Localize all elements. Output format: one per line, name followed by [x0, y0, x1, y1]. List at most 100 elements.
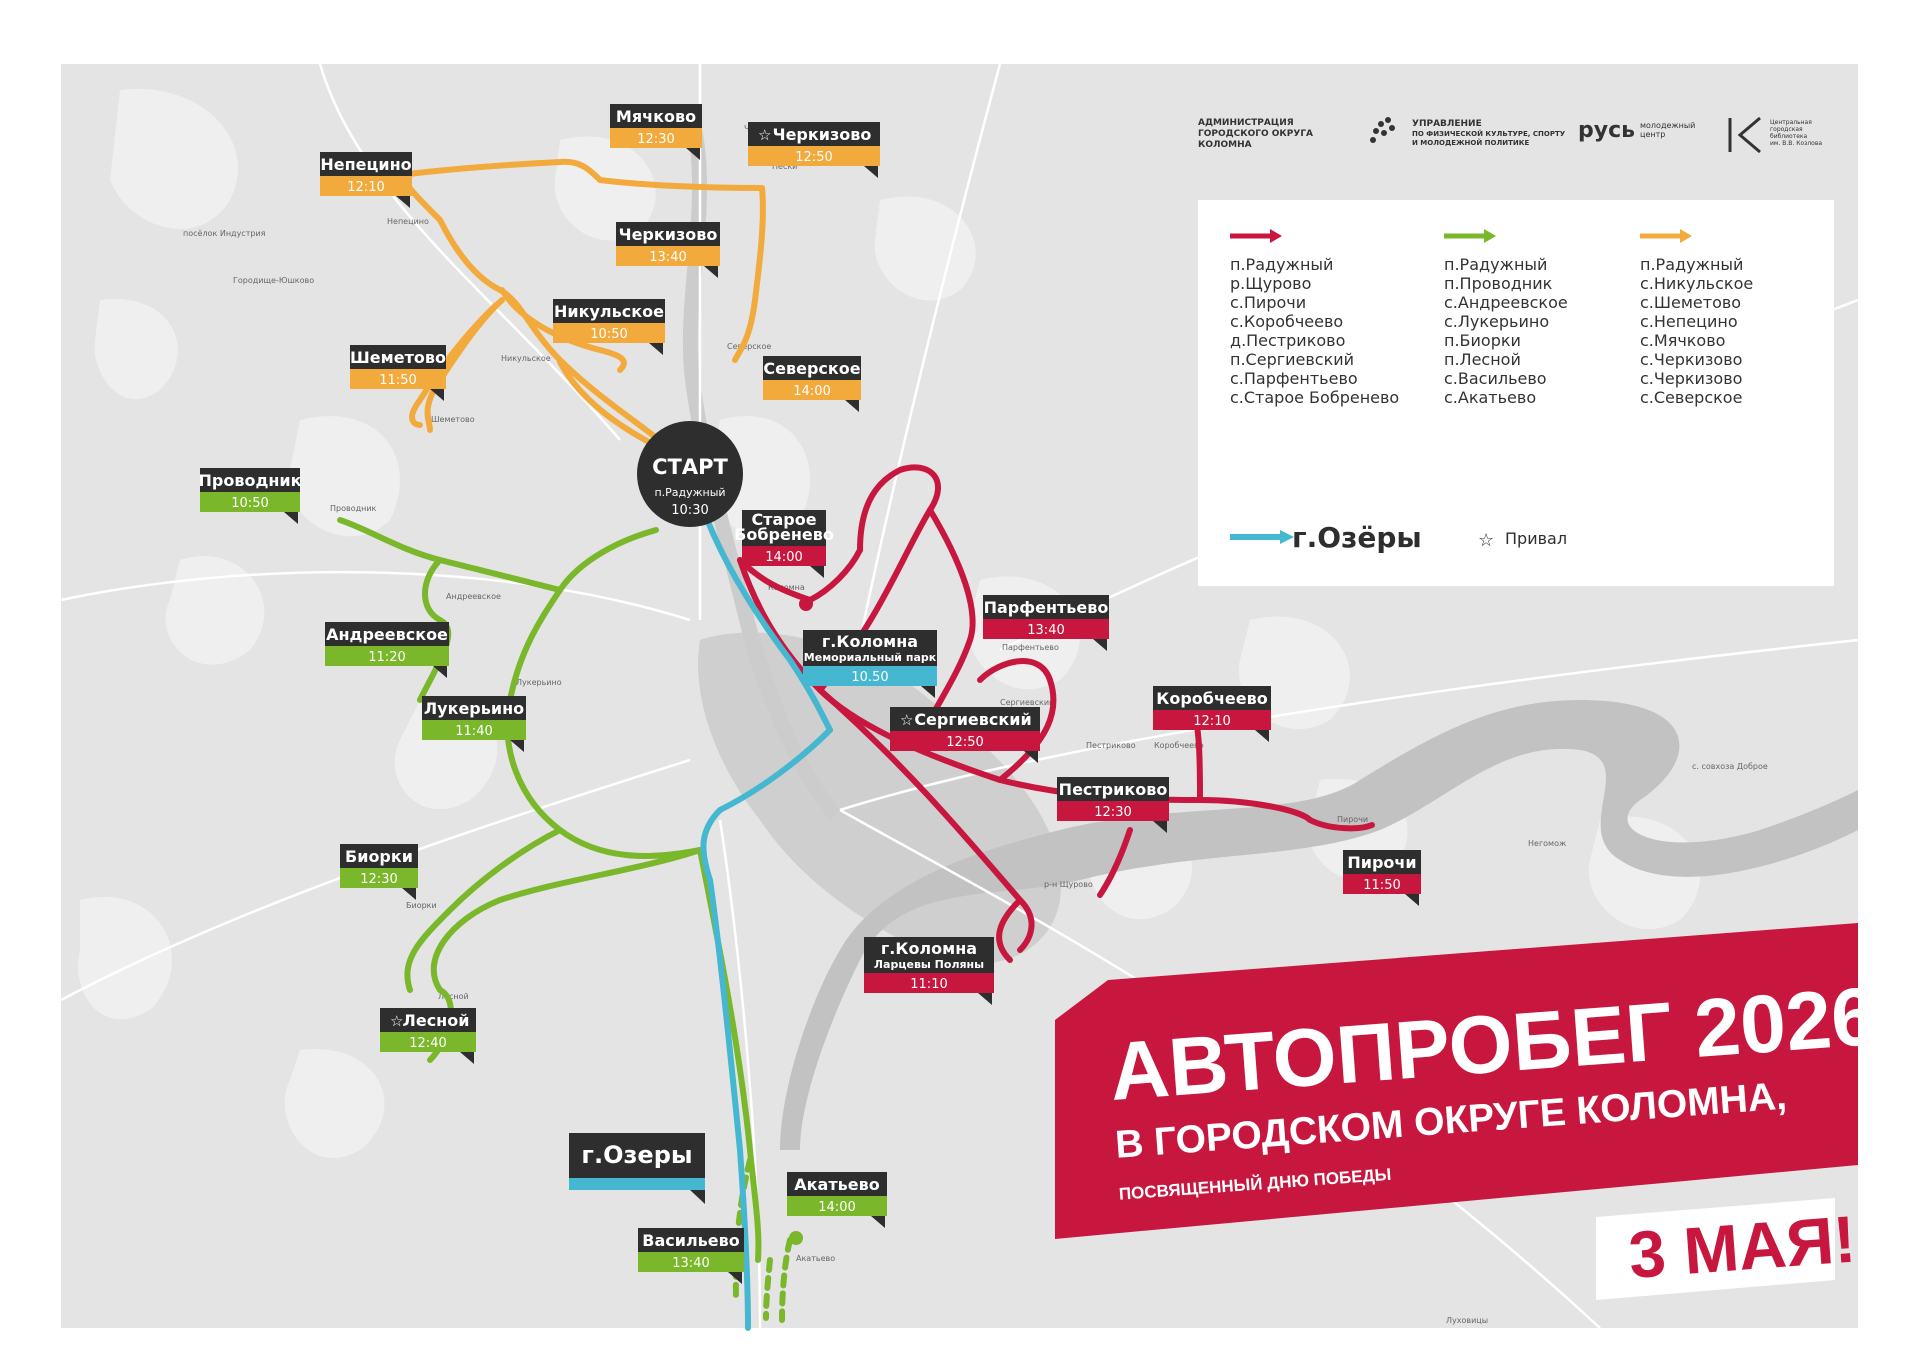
stop-name: Пирочи [1347, 853, 1416, 872]
org-library: Центральная городская библиотека им. В.В… [1770, 119, 1822, 147]
org-rus-sub: молодежный центр [1640, 121, 1698, 139]
stop-name-box [1153, 686, 1271, 710]
stop-name: Северское [763, 359, 860, 378]
stop-pointer [430, 389, 444, 401]
stop-name-box [763, 356, 861, 380]
legend-panel: п.Радужныйр.Щуровос.Пирочис.Коробчеевод.… [1198, 200, 1834, 586]
stop-time: 11:50 [1363, 878, 1400, 893]
legend-stop-red: с.Старое Бобренево [1230, 388, 1399, 407]
svg-text:Никульское: Никульское [501, 354, 551, 363]
stop-name-box [553, 299, 665, 323]
stop-pointer [1024, 751, 1038, 763]
stop-pointer [686, 148, 700, 160]
legend-stop-orange: с.Никульское [1640, 274, 1753, 293]
bobrenevo-point [799, 597, 813, 611]
stop-pointer [1405, 894, 1419, 906]
stop-time-box [553, 323, 665, 343]
legend-stop-green: с.Васильево [1444, 369, 1547, 388]
stop-pointer [1255, 730, 1269, 742]
legend-stop-red: р.Щурово [1230, 274, 1311, 293]
svg-text:Андреевское: Андреевское [446, 592, 501, 601]
stop-time-box [787, 1196, 887, 1216]
event-banner: АВТОПРОБЕГ 2026 В ГОРОДСКОМ ОКРУГЕ КОЛОМ… [1055, 923, 1880, 1300]
stop-time: 12:30 [637, 132, 674, 147]
stop-time-box [983, 619, 1109, 639]
star-icon: ☆ [390, 1012, 403, 1030]
stop-name: Биорки [345, 847, 413, 866]
start-title: СТАРТ [652, 455, 728, 479]
stop-time: 14:00 [765, 550, 802, 565]
stop-time: 11:20 [368, 650, 405, 665]
stop-time-box [803, 666, 937, 686]
stop-pointer [921, 686, 935, 698]
org-sport: УПРАВЛЕНИЕ ПО ФИЗИЧЕСКОЙ КУЛЬТУРЕ, СПОРТ… [1412, 119, 1568, 147]
svg-text:Пирочи: Пирочи [1337, 815, 1368, 824]
stop-time-box [340, 868, 418, 888]
stop-time: 12:50 [795, 150, 832, 165]
legend-stop-green: п.Биорки [1444, 331, 1521, 350]
stop-name: Парфентьево [984, 598, 1109, 617]
legend-stop-orange: с.Шеметово [1640, 293, 1741, 312]
start-place: п.Радужный [654, 486, 725, 499]
legend-stop-red: с.Коробчеево [1230, 312, 1343, 331]
stop-pointer [728, 1272, 742, 1284]
stop-time: 11:10 [910, 977, 947, 992]
legend-stop-red: п.Сергиевский [1230, 350, 1354, 369]
stop-name-box [1057, 777, 1169, 801]
stop-name-box [380, 1008, 476, 1032]
stop-pointer [810, 566, 824, 578]
stop-time: 10:50 [590, 327, 627, 342]
stop-time: 12:30 [1094, 805, 1131, 820]
stop-subtitle: Мемориальный парк [804, 651, 937, 664]
star-icon: ☆ [1478, 530, 1494, 551]
stop-time: 12:10 [1193, 714, 1230, 729]
stop-pointer [396, 196, 410, 208]
svg-text:Проводник: Проводник [330, 504, 377, 513]
stop-time-box [890, 731, 1040, 751]
stop-time-box [325, 646, 449, 666]
stop-name-box [890, 707, 1040, 731]
legend-stop-red: д.Пестриково [1230, 331, 1345, 350]
ozery-sign: г.Озеры [569, 1133, 705, 1204]
stop-pointer [460, 1052, 474, 1064]
stop-time: 13:40 [649, 250, 686, 265]
stop-label: Пирочи 11:50 [1343, 850, 1421, 906]
stop-name: Акатьево [794, 1175, 879, 1194]
legend-stop-green: с.Андреевское [1444, 293, 1568, 312]
stop-name: Сергиевский [914, 710, 1031, 729]
legend-stop-red: с.Парфентьево [1230, 369, 1358, 388]
stop-name-box [422, 696, 526, 720]
stop-time: 13:40 [672, 1256, 709, 1271]
stop-time-box [320, 176, 412, 196]
stop-pointer [845, 400, 859, 412]
start-marker: СТАРТ п.Радужный 10:30 [637, 421, 743, 527]
stop-time-box [616, 246, 720, 266]
akatevo-point [789, 1231, 803, 1245]
org-admin: АДМИНИСТРАЦИЯ ГОРОДСКОГО ОКРУГА КОЛОМНА [1198, 118, 1316, 150]
svg-text:Лесной: Лесной [438, 992, 469, 1001]
stop-name: Андреевское [326, 625, 448, 644]
start-time: 10:30 [671, 503, 708, 518]
stop-name: Проводник [199, 471, 302, 490]
stop-pointer [1153, 821, 1167, 833]
stop-name: г.Коломна [822, 632, 918, 651]
legend-arrow-green [1444, 229, 1496, 243]
stop-time: 13:40 [1027, 623, 1064, 638]
stop-name-box [983, 595, 1109, 619]
svg-text:Акатьево: Акатьево [796, 1254, 835, 1263]
